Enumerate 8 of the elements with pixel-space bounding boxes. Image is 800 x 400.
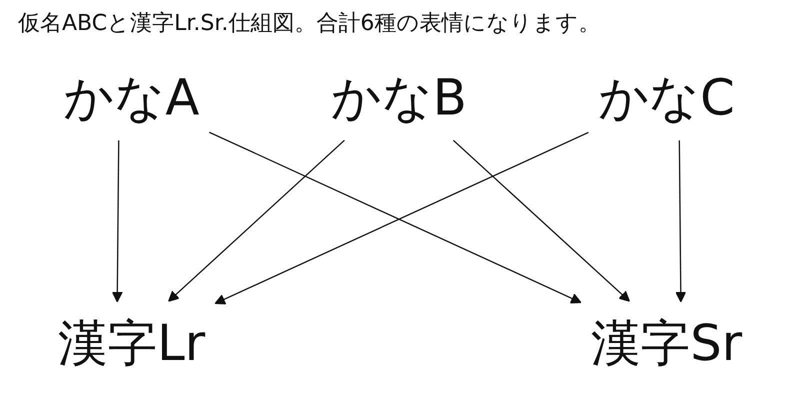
arrow xyxy=(112,140,123,302)
arrow xyxy=(675,140,686,302)
diagram-title: 仮名ABCと漢字Lr.Sr.仕組図。合計6種の表情になります。 xyxy=(18,10,600,38)
node-label: かなB xyxy=(330,70,467,127)
arrow xyxy=(452,140,630,302)
node-label: かなA xyxy=(64,70,200,127)
arrow xyxy=(168,140,345,302)
node-label: かなC xyxy=(598,70,735,127)
